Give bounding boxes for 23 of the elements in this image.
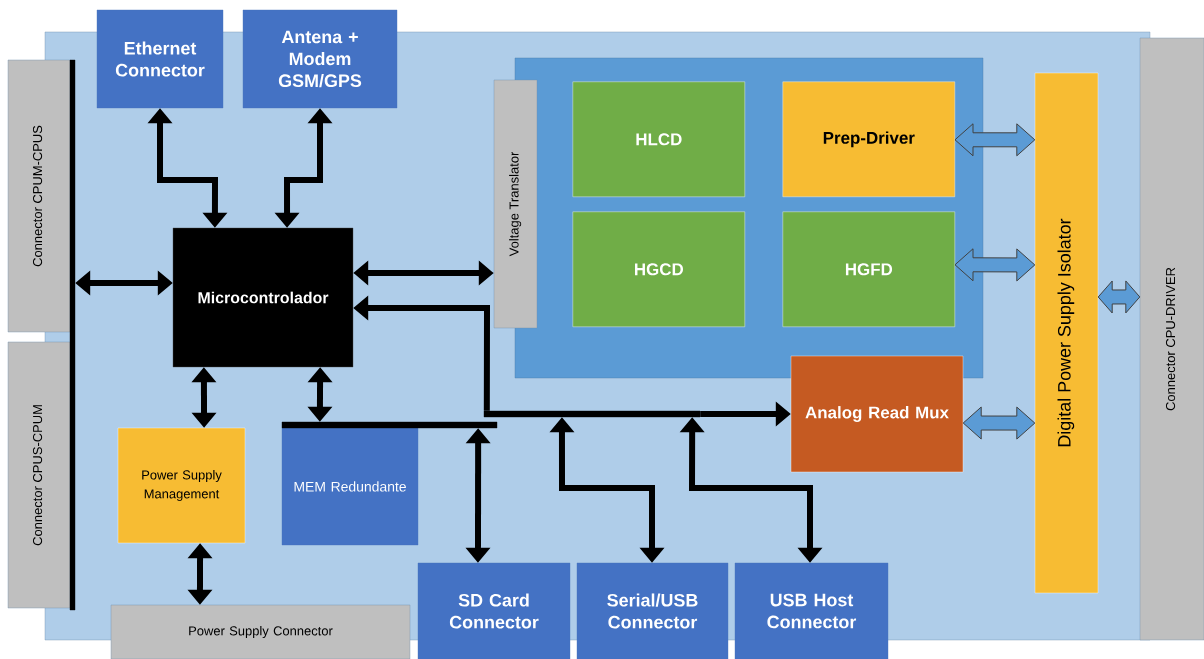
interface-block: Antena + Modem GSM/GPS	[242, 9, 398, 109]
double-arrow	[954, 248, 1036, 282]
interface-block: Serial/USB Connector	[576, 562, 729, 659]
module-block: Prep-Driver	[782, 81, 955, 197]
module-block: HGFD	[782, 211, 955, 327]
interface-block: Ethernet Connector	[96, 9, 224, 109]
connector-block: Connector CPUS-CPUM	[7, 341, 71, 609]
mux-block: Analog Read Mux	[790, 355, 964, 473]
isolator-block: Digital Power Supply Isolator	[1034, 72, 1099, 594]
module-block: HGCD	[572, 211, 745, 327]
power-block: Power Supply Management	[117, 427, 246, 544]
module-block: HLCD	[572, 81, 745, 197]
double-arrow	[954, 123, 1036, 157]
connector-block: Connector CPUM-CPUS	[7, 59, 71, 333]
double-arrow	[1097, 280, 1141, 314]
memory-block: MEM Redundante	[281, 427, 419, 546]
interface-block: USB Host Connector	[734, 562, 889, 659]
connector-block: Voltage Translator	[493, 79, 538, 329]
double-arrow	[962, 406, 1036, 440]
connector-block: Power Supply Connector	[110, 604, 411, 659]
interface-block: SD Card Connector	[417, 562, 571, 659]
processor-block: Microcontrolador	[172, 227, 354, 368]
connector-block: Connector CPU-DRIVER	[1139, 37, 1204, 641]
